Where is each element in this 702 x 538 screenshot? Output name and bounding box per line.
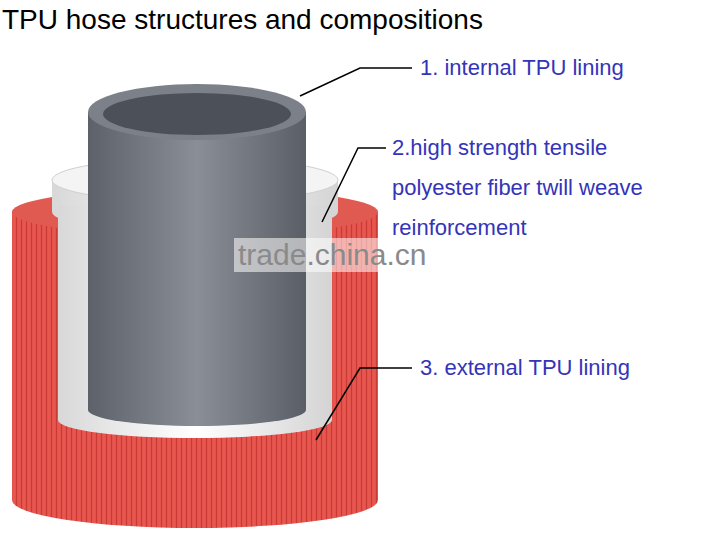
callout-label: 3. external TPU lining <box>420 348 630 388</box>
diagram-title: TPU hose structures and compositions <box>2 4 483 36</box>
leader-line <box>322 148 386 222</box>
inner-bore <box>103 93 291 135</box>
leader-line <box>300 68 412 96</box>
watermark: trade.china.cn <box>234 238 430 272</box>
leader-line <box>316 368 412 440</box>
callout-label: 2.high strength tensile polyester fiber … <box>392 128 692 248</box>
callout-label: 1. internal TPU lining <box>420 48 624 88</box>
inner-top <box>88 84 306 140</box>
